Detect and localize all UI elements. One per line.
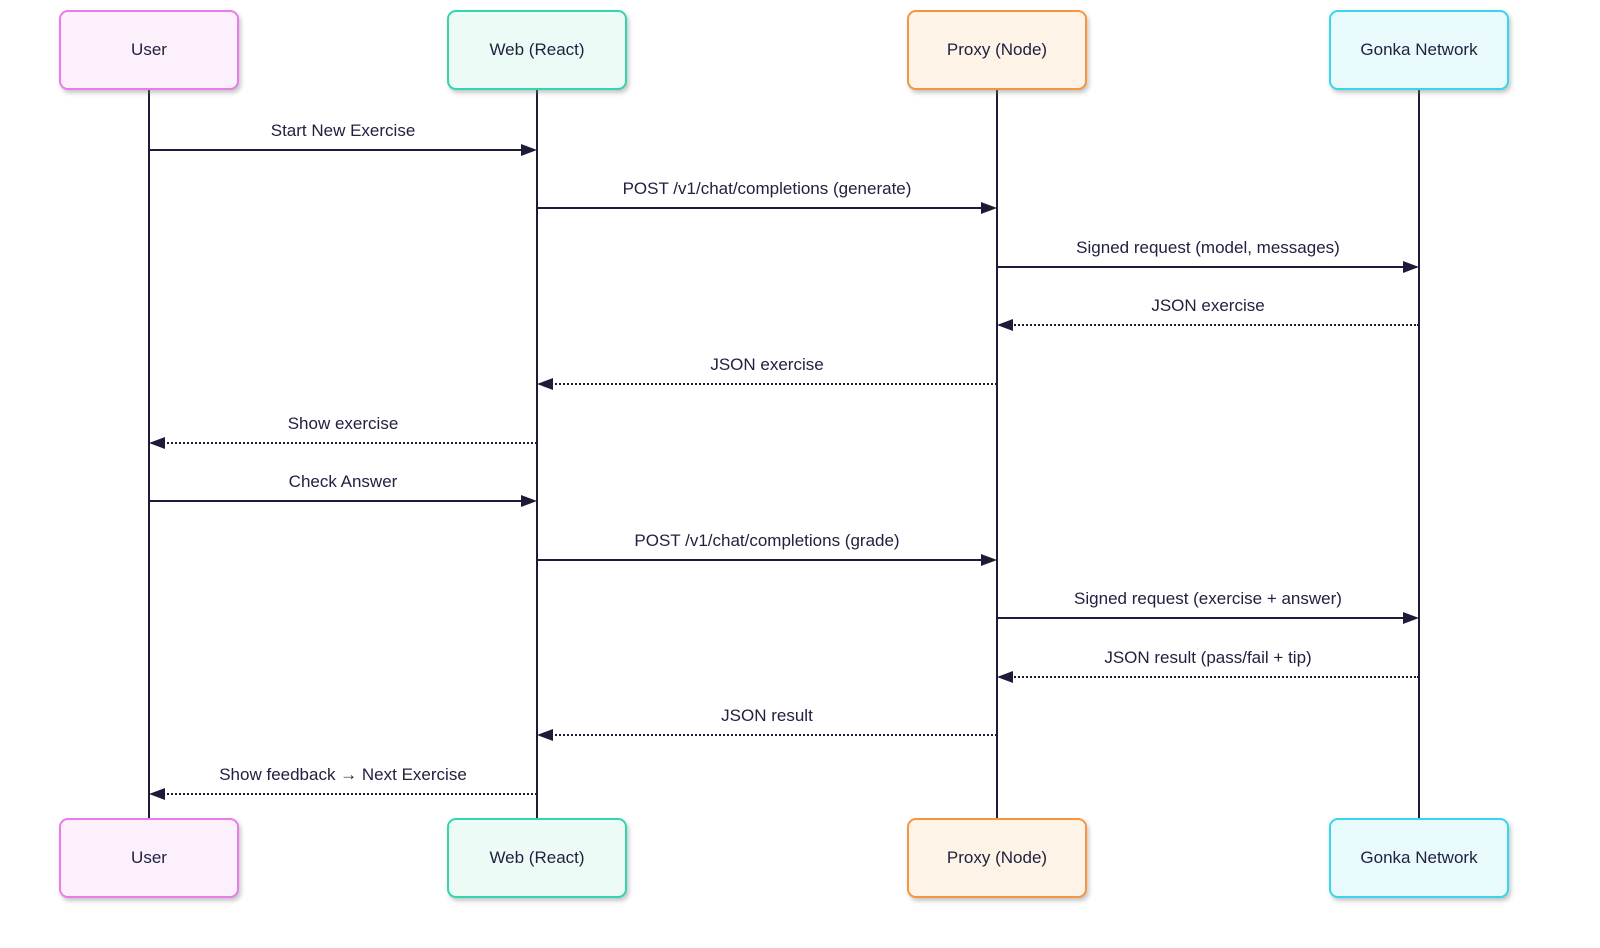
message-label: POST /v1/chat/completions (generate) [622, 179, 912, 198]
message-line [149, 149, 523, 151]
message-label: POST /v1/chat/completions (grade) [634, 531, 900, 550]
message-label: JSON exercise [1151, 296, 1265, 315]
arrowhead-icon [1403, 261, 1419, 273]
arrowhead-icon [521, 495, 537, 507]
actor-box-gonka-top: Gonka Network [1329, 10, 1509, 90]
message-label: JSON result [721, 706, 813, 725]
message-label: JSON result (pass/fail + tip) [1104, 648, 1312, 667]
arrowhead-icon [149, 437, 165, 449]
message-line [1011, 676, 1419, 678]
actor-label: Gonka Network [1360, 40, 1478, 59]
lifeline-web [536, 90, 538, 818]
message-line [163, 442, 537, 444]
arrowhead-icon [537, 378, 553, 390]
message-line [551, 383, 997, 385]
actor-box-web-bottom: Web (React) [447, 818, 627, 898]
message-label: Signed request (exercise + answer) [1074, 589, 1342, 608]
arrowhead-icon [1403, 612, 1419, 624]
arrowhead-icon [981, 554, 997, 566]
message-line [537, 207, 983, 209]
arrowhead-icon [981, 202, 997, 214]
message-line [997, 617, 1405, 619]
arrowhead-icon [521, 144, 537, 156]
message-line [551, 734, 997, 736]
actor-box-web-top: Web (React) [447, 10, 627, 90]
actor-label: Gonka Network [1360, 848, 1478, 867]
message-label: Show exercise [287, 414, 399, 433]
message-label: Start New Exercise [270, 121, 416, 140]
message-line [997, 266, 1405, 268]
message-label: JSON exercise [710, 355, 824, 374]
message-label: Show feedback → Next Exercise [219, 765, 467, 784]
message-label: Signed request (model, messages) [1076, 238, 1340, 257]
arrowhead-icon [997, 671, 1013, 683]
message-line [537, 559, 983, 561]
lifeline-gonka [1418, 90, 1420, 818]
lifeline-proxy [996, 90, 998, 818]
actor-box-user-top: User [59, 10, 239, 90]
actor-label: User [131, 40, 167, 59]
actor-box-proxy-bottom: Proxy (Node) [907, 818, 1087, 898]
actor-label: Web (React) [489, 848, 585, 867]
message-label: Check Answer [288, 472, 398, 491]
actor-label: Proxy (Node) [946, 40, 1048, 59]
arrowhead-icon [537, 729, 553, 741]
message-line [149, 500, 523, 502]
actor-label: Proxy (Node) [946, 848, 1048, 867]
arrowhead-icon [997, 319, 1013, 331]
actor-label: User [131, 848, 167, 867]
actor-box-gonka-bottom: Gonka Network [1329, 818, 1509, 898]
actor-box-proxy-top: Proxy (Node) [907, 10, 1087, 90]
message-line [1011, 324, 1419, 326]
arrowhead-icon [149, 788, 165, 800]
lifeline-user [148, 90, 150, 818]
actor-box-user-bottom: User [59, 818, 239, 898]
message-line [163, 793, 537, 795]
actor-label: Web (React) [489, 40, 585, 59]
